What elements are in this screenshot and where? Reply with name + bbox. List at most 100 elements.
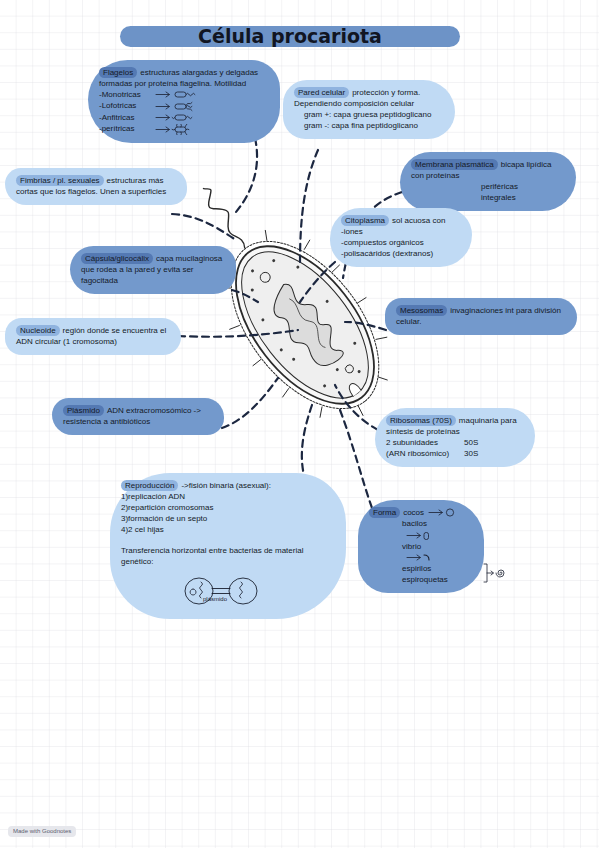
body-text: 2)repartición cromosomas (121, 503, 213, 512)
body-text: -polisacáridos (dextranos) (341, 249, 433, 258)
text-row: 2)repartición cromosomas (121, 502, 335, 513)
body-text: -Monotricas (99, 89, 151, 100)
symbol-stroke (496, 570, 504, 577)
text-row: -compuestos orgánicos (341, 237, 461, 248)
text-row: espiroquetas (402, 574, 473, 585)
heading-pill: Forma (369, 507, 400, 518)
callout-blob: Fimbrias / pl. sexualesestructuras más c… (5, 168, 187, 205)
shape-symbol (156, 115, 192, 120)
body-text: cocos (403, 508, 424, 517)
body-text: 4)2 cel hijas (121, 525, 164, 534)
heading-pill: Citoplasma (341, 215, 389, 226)
shape-symbol (484, 564, 504, 582)
symbol-stroke (172, 124, 189, 135)
shape-symbol (156, 92, 195, 97)
text-row: periféricas (481, 181, 565, 192)
shape-icon (406, 530, 448, 541)
watermark: Made with Goodnotes (8, 826, 76, 837)
heading-pill: Ribosomas (70S) (386, 415, 456, 426)
shape-symbol (429, 509, 454, 516)
flagellum (198, 185, 252, 249)
heading-pill: Flagelos (99, 67, 137, 78)
text-row: 4)2 cel hijas (121, 524, 335, 535)
leader-lines (172, 138, 402, 508)
heading-pill: Cápsula/glicocálix (81, 253, 153, 264)
heading-pill: Pared celular (294, 87, 349, 98)
callout-blob: Nucleoideregión donde se encuentra el AD… (5, 318, 181, 355)
callout-blob: Flagelosestructuras alargadas y delgadas… (88, 60, 280, 143)
text-row: vibrio (402, 541, 473, 563)
leader-line (178, 330, 298, 337)
body-text: bacilos (402, 518, 446, 529)
symbol-stroke (156, 92, 170, 97)
body-text: 3)formación de un septo (121, 514, 207, 523)
plasmids (258, 265, 355, 382)
symbol-stroke (407, 555, 421, 560)
shape-symbol (407, 555, 429, 560)
symbol-stroke (156, 115, 170, 120)
heading-pill: Membrana plasmática (411, 159, 498, 170)
text-row: Nucleoideregión donde se encuentra el AD… (16, 325, 170, 347)
text-row: Membrana plasmáticabicapa lipídica con p… (411, 159, 565, 181)
rod-icon (175, 104, 186, 109)
mesosome (346, 381, 361, 396)
leader-line (232, 290, 258, 302)
text-row: -Monotricas (99, 89, 269, 100)
heading-pill: Mesosomas (396, 305, 447, 316)
text-row: PlásmidoADN extracromosómico -> resisten… (63, 405, 213, 427)
shape-icon (406, 552, 448, 563)
text-row: 3)formación de un septo (121, 513, 335, 524)
text-row: Citoplasmasol acuosa con (341, 215, 461, 226)
body-text: -perítricas (99, 123, 151, 134)
callout-blob: Reproducción->fisión binaria (asexual): 1… (110, 473, 346, 619)
body-text: 1)replicación ADN (121, 492, 185, 501)
rod-icon (175, 127, 186, 132)
heading-pill: Nucleoide (16, 325, 60, 336)
text-row: gram +: capa gruesa peptidoglicano (304, 109, 444, 120)
symbol-stroke (212, 589, 230, 594)
heading-pill: Plásmido (63, 405, 104, 416)
heading-pill: Reproducción (121, 480, 178, 491)
text-row (121, 535, 335, 545)
heading-pill: Fimbrias / pl. sexuales (16, 175, 104, 186)
shape-symbol (185, 578, 257, 604)
body-text: Transferencia horizontal entre bacterias… (121, 546, 303, 566)
text-row: 1)replicación ADN (121, 491, 335, 502)
text-row: -iones (341, 226, 461, 237)
text-row: Mesosomasinvaginaciones int para divisió… (396, 305, 566, 327)
leader-line (172, 214, 236, 240)
rod-icon (175, 115, 186, 120)
body-text: ->fisión binaria (asexual): (181, 481, 271, 490)
bacillus-icon (424, 532, 429, 539)
text-row: espirilos (402, 563, 473, 574)
text-row: Ribosomas (70S)maquinaria para síntesis … (386, 415, 524, 437)
rod-icon (175, 92, 186, 97)
body-text: gram -: capa fina peptidoglicano (304, 121, 418, 130)
text-row: Pared celularprotección y forma. Dependi… (294, 87, 444, 109)
text-row: integrales (481, 192, 565, 203)
body-text: (ARN ribosómico) (386, 448, 464, 459)
body-text: espiroquetas (402, 574, 448, 585)
symbol-stroke (156, 127, 170, 132)
body-text: sol acuosa con (392, 216, 445, 225)
shape-icon (155, 101, 197, 112)
callout-blob: Mesosomasinvaginaciones int para divisió… (385, 298, 577, 335)
shape-icon (428, 507, 470, 518)
callout-blob: Cápsula/glicocálixcapa mucilaginosa que … (70, 246, 236, 294)
body-text: 50S (464, 438, 478, 447)
callout-blob: PlásmidoADN extracromosómico -> resisten… (52, 398, 224, 435)
body-text: 2 subunidades (386, 437, 464, 448)
text-row: -Lofotricas (99, 100, 269, 111)
shape-icon (155, 112, 197, 123)
text-row: Fimbrias / pl. sexualesestructuras más c… (16, 175, 176, 197)
symbol-stroke (156, 104, 170, 109)
body-text: -compuestos orgánicos (341, 238, 424, 247)
shape-icon (482, 562, 510, 584)
shape-icon (181, 571, 263, 611)
shape-icon (155, 124, 197, 135)
body-text: -iones (341, 227, 363, 236)
coccus-icon (446, 509, 453, 516)
body-text: vibrio (402, 541, 446, 552)
leader-line (302, 405, 312, 480)
